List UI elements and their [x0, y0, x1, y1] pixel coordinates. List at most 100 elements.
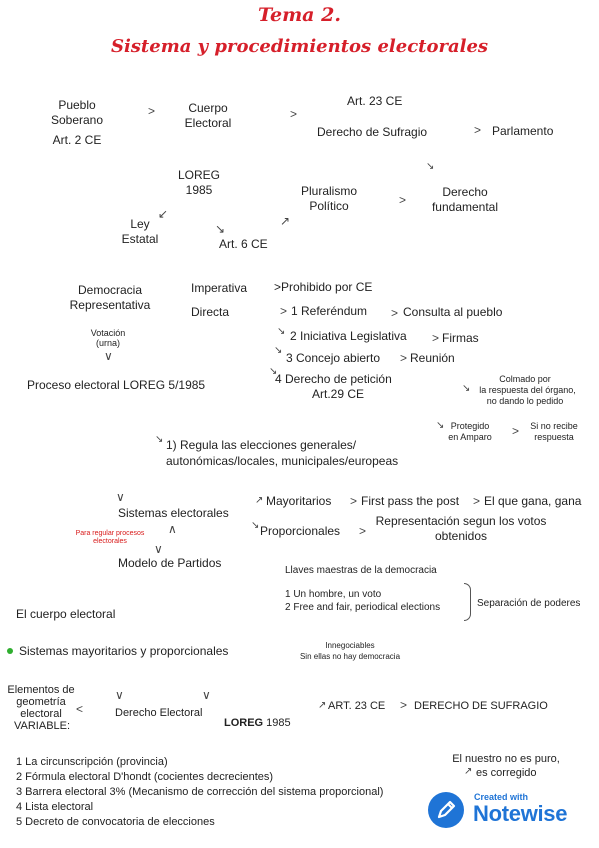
section-sistemas: Sistemas mayoritarios y proporcionales: [19, 644, 229, 658]
art23-label: Art. 23 CE: [347, 94, 403, 108]
arrow-down-icon: ↘: [426, 161, 435, 172]
arrow-icon: >: [359, 524, 367, 538]
nota-line1: El nuestro no es puro,: [452, 753, 560, 765]
llaves-item2: 2 Free and fair, periodical elections: [285, 602, 441, 613]
art23-caps-label: ART. 23 CE: [328, 700, 386, 712]
list-item: 5 Decreto de convocatoria de elecciones: [16, 816, 215, 828]
el-que-gana-label: El que gana, gana: [484, 494, 582, 508]
arrow-down-icon: ∨: [202, 688, 211, 702]
arrow-icon: >: [432, 331, 440, 345]
arrow-icon: ↘: [269, 366, 278, 377]
pueblo-label: Pueblo: [58, 98, 96, 112]
elementos-line4: VARIABLE:: [14, 720, 71, 732]
arrow-icon: >: [391, 306, 399, 320]
para-regular-line2: electorales: [93, 538, 127, 545]
arrow-icon: >: [400, 698, 408, 712]
arrow-icon: ↘: [274, 345, 283, 356]
list-item: 2 Fórmula electoral D'hondt (cocientes d…: [16, 771, 274, 783]
nota-line2: es corregido: [476, 767, 537, 779]
cuerpo-label: Cuerpo: [188, 101, 228, 115]
arrow-down-icon: ∨: [104, 349, 113, 363]
arrow-icon: ↗: [255, 495, 264, 506]
mayoritarios-label: Mayoritarios: [266, 494, 332, 508]
elementos-line3: electoral: [20, 708, 62, 720]
arrow-icon: ↘: [277, 326, 286, 337]
referendum-label: 1 Referéndum: [291, 304, 368, 318]
loreg-1985-label: LOREG 1985: [224, 716, 291, 731]
electoral-label: Electoral: [184, 116, 232, 130]
consulta-label: Consulta al pueblo: [403, 305, 503, 319]
arrow-left-icon: ↙: [158, 207, 169, 221]
arrow-icon: >: [474, 123, 482, 137]
arrow-icon: >: [473, 494, 481, 508]
arrow-icon: ↘: [436, 420, 445, 431]
colmado-line3: no dando lo pedido: [486, 396, 564, 406]
loreg-bold: LOREG: [224, 717, 264, 729]
notewise-badge: Created with Notewise: [428, 790, 583, 830]
sinorecibe-line2: respuesta: [534, 432, 574, 442]
badge-notewise: Notewise: [473, 801, 568, 826]
regula-line1: 1) Regula las elecciones generales/: [166, 438, 357, 452]
pen-icon: [428, 792, 464, 828]
democracia-label: Democracia: [77, 283, 143, 297]
section-cuerpo-electoral: El cuerpo electoral: [16, 607, 116, 621]
proporcionales-label: Proporcionales: [260, 524, 341, 538]
page-title: Tema 2.: [258, 4, 341, 26]
list-item: 4 Lista electoral: [16, 801, 94, 813]
protegido-line2: en Amparo: [448, 432, 492, 442]
loreg-year: 1985: [263, 717, 291, 729]
arrow-up-icon: ∧: [168, 522, 177, 536]
list-item: 1 La circunscripción (provincia): [16, 756, 168, 768]
prohibido-label: >Prohibido por CE: [274, 280, 373, 294]
arrow-down-icon: ∨: [115, 688, 124, 702]
derecho-label: Derecho: [442, 185, 488, 199]
regula-line2: autonómicas/locales, municipales/europea…: [166, 454, 399, 468]
derecho-sufragio-label: Derecho de Sufragio: [317, 125, 428, 139]
brace-icon: [464, 583, 471, 621]
directa-label: Directa: [191, 305, 230, 319]
first-pass-label: First pass the post: [361, 494, 460, 508]
innegociables-label: Innegociables: [325, 641, 375, 650]
art6-label: Art. 6 CE: [219, 237, 268, 251]
ley-label: Ley: [130, 217, 150, 231]
llaves-title: Llaves maestras de la democracia: [285, 565, 437, 576]
derecho-sufragio-caps-label: DERECHO DE SUFRAGIO: [414, 700, 548, 712]
arrow-icon: ↗: [318, 700, 327, 711]
votacion-label: Votación: [90, 328, 126, 338]
representacion-line1: Representación segun los votos: [375, 514, 547, 528]
reunion-label: Reunión: [410, 351, 455, 365]
arrow-icon: >: [290, 107, 298, 121]
badge-created-with: Created with: [474, 792, 529, 802]
loreg-label: LOREG: [177, 168, 220, 182]
sinorecibe-line1: Si no recibe: [530, 421, 578, 431]
iniciativa-label: 2 Iniciativa Legislativa: [290, 329, 407, 343]
arrow-icon: >: [399, 193, 407, 207]
arrow-icon: >: [280, 304, 288, 318]
arrow-down-icon: ∨: [154, 542, 163, 556]
arrow-down-icon: ∨: [116, 490, 125, 504]
loreg-year: 1985: [185, 183, 213, 197]
list-item: 3 Barrera electoral 3% (Mecanismo de cor…: [16, 786, 384, 798]
arrow-icon: >: [350, 494, 358, 508]
para-regular-line1: Para regular procesos: [75, 530, 145, 537]
colmado-line2: la respuesta del órgano,: [479, 385, 576, 395]
arrow-left-icon: <: [76, 702, 84, 716]
firmas-label: Firmas: [442, 331, 479, 345]
modelo-partidos-label: Modelo de Partidos: [118, 556, 222, 570]
arrow-icon: >: [400, 351, 408, 365]
politico-label: Político: [309, 199, 349, 213]
pluralismo-label: Pluralismo: [300, 184, 357, 198]
elementos-line2: geometría: [16, 696, 66, 708]
derecho-peticion-label: 4 Derecho de petición: [275, 372, 392, 386]
page-subtitle: Sistema y procedimientos electorales: [110, 36, 489, 57]
soberano-label: Soberano: [50, 113, 104, 127]
arrow-icon: ↘: [155, 434, 164, 445]
art29-label: Art.29 CE: [312, 387, 365, 401]
elementos-line1: Elementos de: [7, 684, 75, 696]
arrow-up-icon: ↗: [280, 214, 291, 228]
bullet-dot-icon: [7, 648, 13, 654]
parlamento-label: Parlamento: [492, 124, 554, 138]
arrow-icon: ↘: [251, 520, 260, 531]
concejo-label: 3 Concejo abierto: [286, 351, 381, 365]
estatal-label: Estatal: [121, 232, 159, 246]
